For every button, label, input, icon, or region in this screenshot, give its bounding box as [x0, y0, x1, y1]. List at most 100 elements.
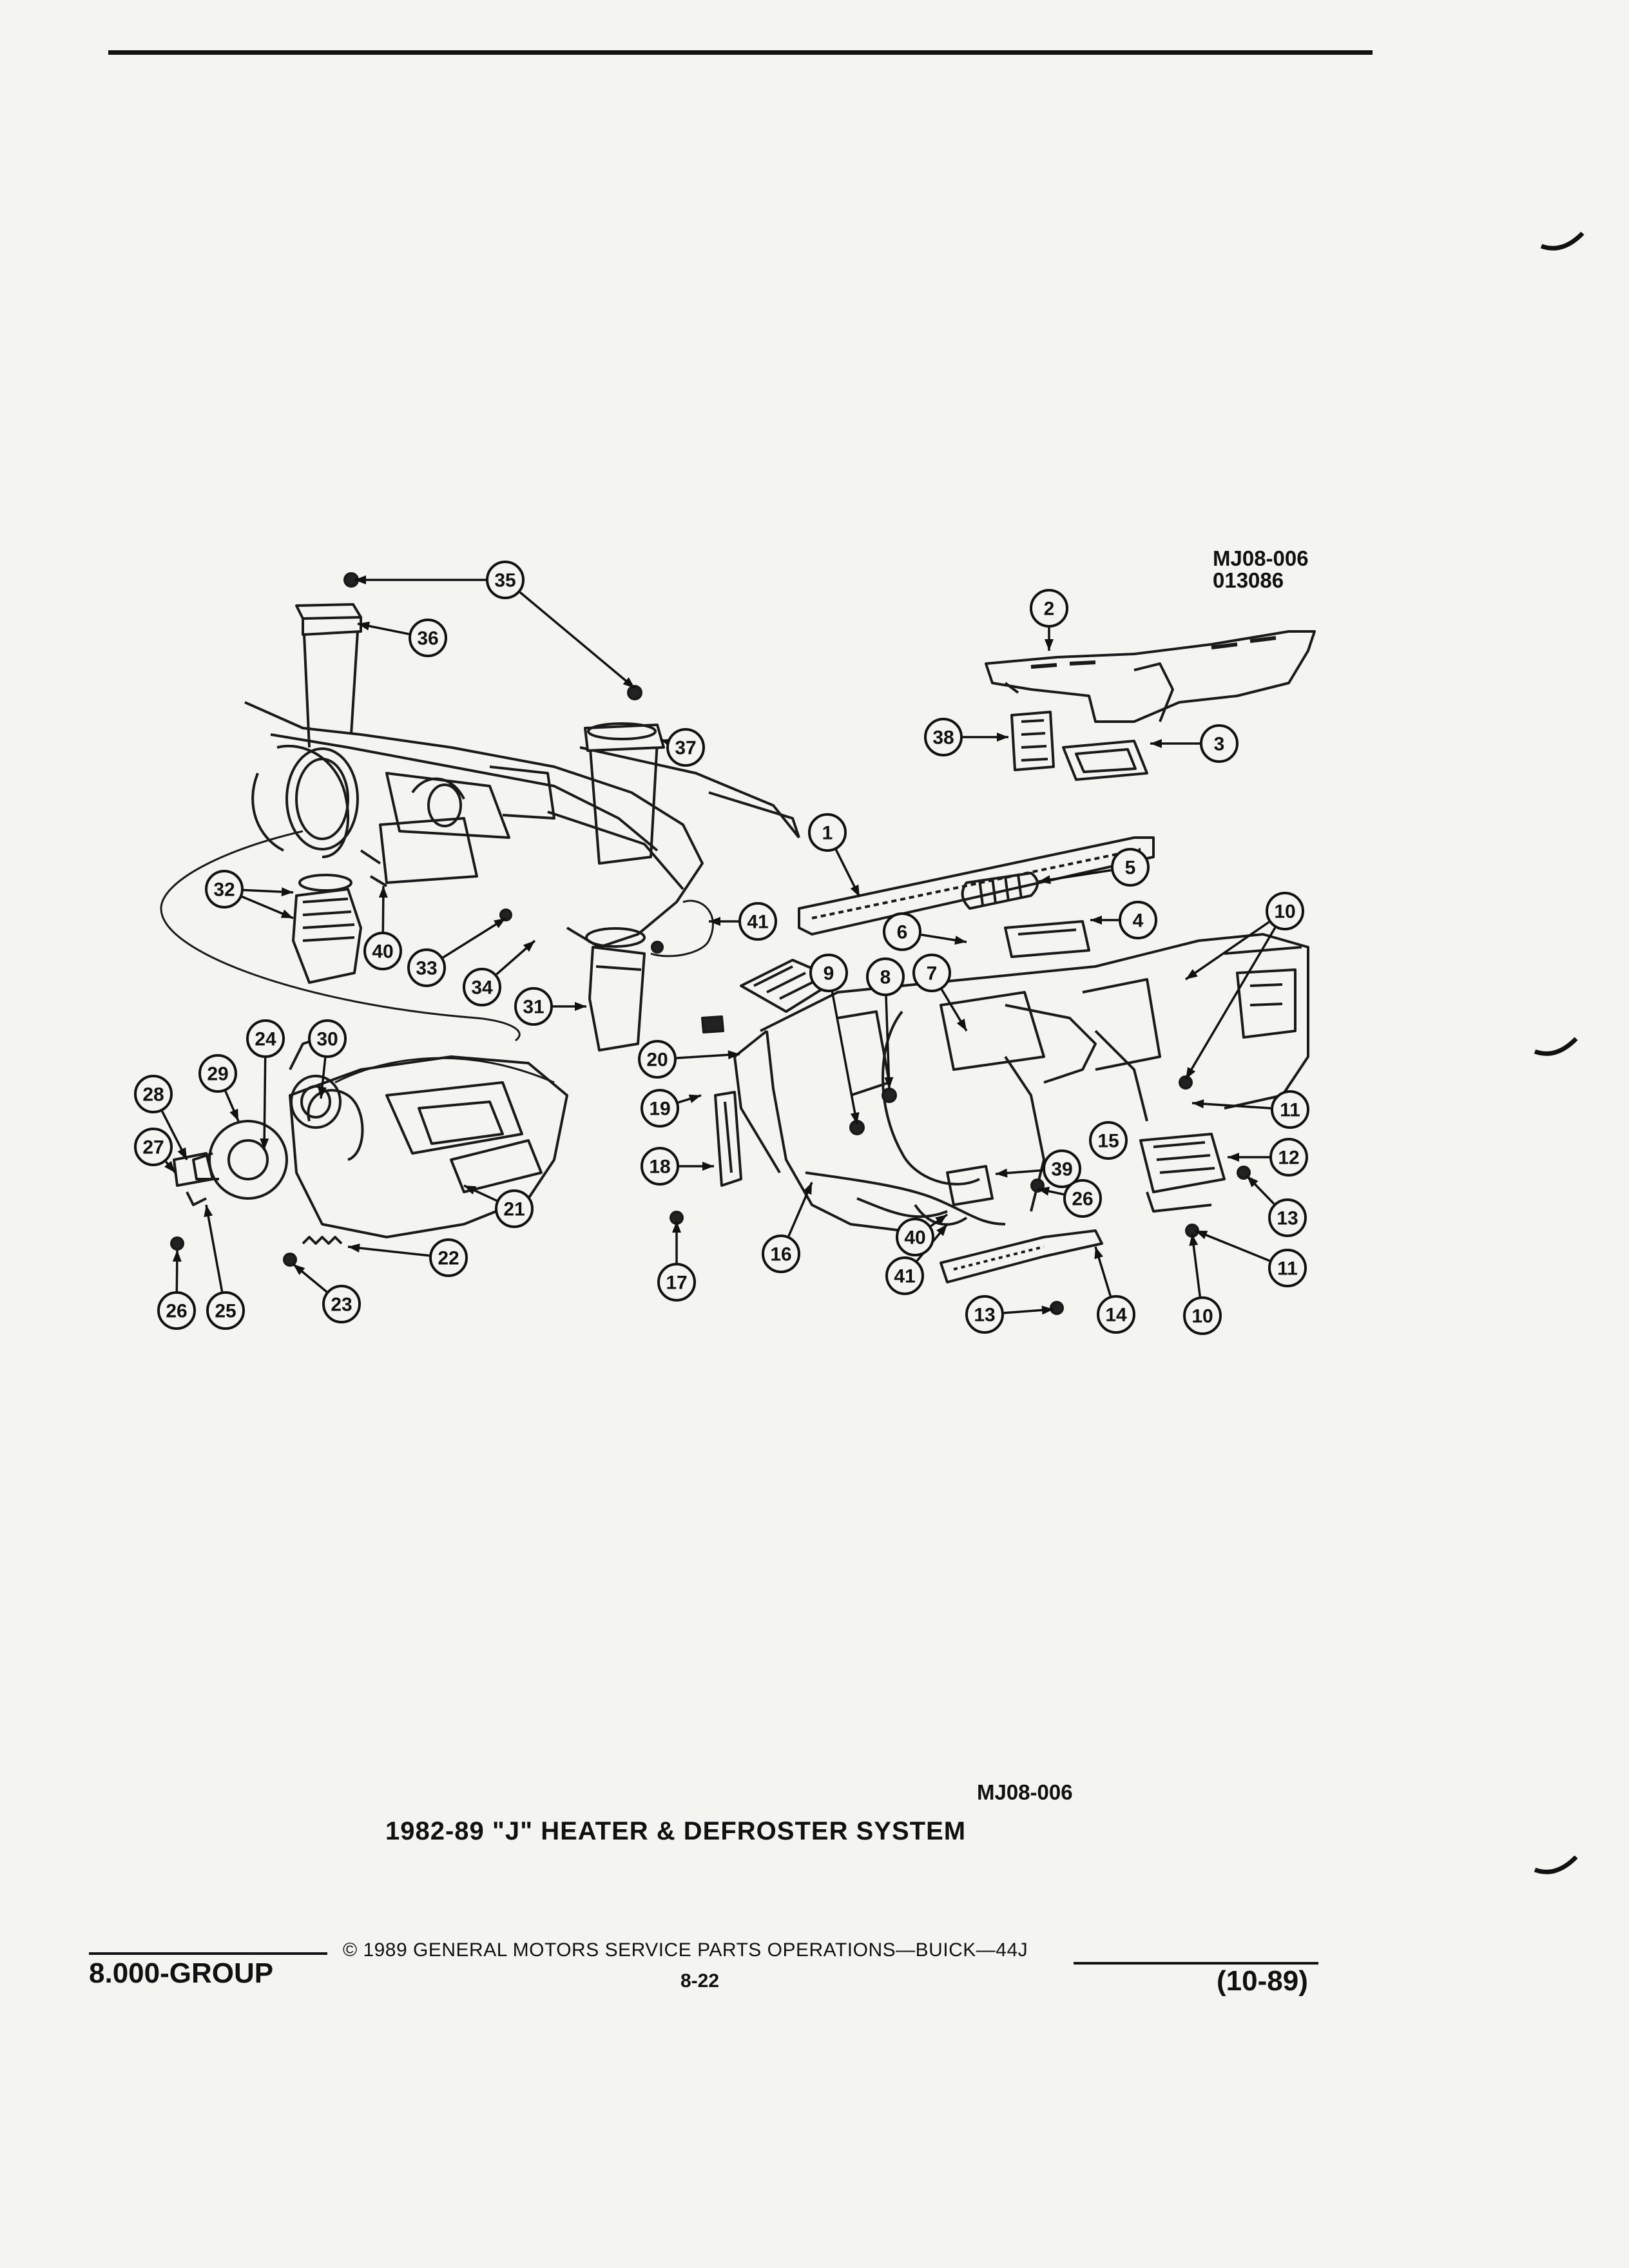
callout-circle — [1111, 848, 1150, 887]
callout-14: 14 — [1097, 1295, 1135, 1334]
callout-1: 1 — [808, 813, 847, 852]
callout-20: 20 — [638, 1040, 677, 1079]
leader-arrowhead — [280, 909, 293, 918]
leader-arrowhead — [688, 1094, 701, 1104]
leader-arrowhead — [672, 1221, 681, 1233]
leader-arrowhead — [1094, 1247, 1103, 1260]
leader-arrowhead — [622, 677, 635, 688]
figure-number: 013086 — [1213, 568, 1284, 592]
footer-rule-left — [89, 1952, 327, 1955]
leader-arrowhead — [803, 1182, 812, 1195]
outlet-duct-assembly — [985, 630, 1316, 781]
callout-21: 21 — [495, 1189, 534, 1228]
leader-arrowhead — [702, 1162, 714, 1171]
callout-35: 35 — [486, 561, 525, 599]
callout-30: 30 — [308, 1019, 347, 1058]
callout-circle — [363, 932, 402, 970]
leader-arrowhead — [1186, 1066, 1196, 1079]
figure-caption: 1982-89 "J" HEATER & DEFROSTER SYSTEM — [385, 1817, 967, 1845]
callout-circle — [206, 1291, 245, 1330]
leader-arrowhead — [358, 621, 371, 631]
callout-circle — [657, 1263, 696, 1302]
callout-circle — [1063, 1179, 1102, 1218]
leader-lines — [161, 575, 1277, 1315]
top-rule — [108, 50, 1373, 55]
callout-circle — [885, 1256, 924, 1295]
callout-circle — [1268, 1249, 1307, 1287]
leader-arrowhead — [956, 1018, 967, 1031]
leader-line — [1191, 1102, 1271, 1110]
callout-circle — [1269, 1138, 1308, 1177]
callout-number: 36 — [417, 628, 438, 649]
leader-arrowhead — [575, 1002, 586, 1011]
callout-39: 39 — [1043, 1149, 1081, 1188]
leader-arrowhead — [997, 733, 1008, 742]
callout-number: 29 — [207, 1064, 228, 1085]
leader-arrowhead — [172, 1250, 182, 1262]
leader-line — [885, 995, 891, 1090]
callout-41: 41 — [885, 1256, 924, 1295]
callout-number: 32 — [213, 879, 235, 901]
instrument-panel-assembly — [160, 603, 800, 1052]
callout-number: 3 — [1214, 734, 1225, 755]
callout-circle — [1268, 1198, 1307, 1237]
callout-number: 8 — [880, 967, 891, 988]
callout-41: 41 — [738, 902, 777, 941]
callout-18: 18 — [641, 1147, 679, 1186]
leader-arrowhead — [954, 936, 967, 945]
callout-24: 24 — [246, 1019, 285, 1058]
callout-10: 10 — [1183, 1296, 1222, 1335]
leader-arrowhead — [494, 918, 506, 928]
footer-copyright: © 1989 GENERAL MOTORS SERVICE PARTS OPER… — [343, 1939, 1028, 1961]
callout-number: 4 — [1133, 910, 1144, 932]
callout-16: 16 — [762, 1235, 800, 1273]
leader-arrowhead — [1045, 639, 1054, 651]
callout-25: 25 — [206, 1291, 245, 1330]
leader-arrowhead — [260, 1138, 269, 1150]
callout-11: 11 — [1271, 1090, 1309, 1129]
callout-number: 11 — [1280, 1100, 1300, 1121]
callout-number: 10 — [1274, 901, 1295, 923]
leader-arrowhead — [1150, 739, 1162, 748]
callout-circle — [912, 954, 951, 992]
callout-circle — [641, 1089, 679, 1128]
callout-circle — [666, 728, 705, 767]
footer-page-number: 8-22 — [680, 1970, 720, 1992]
callout-8: 8 — [866, 957, 905, 996]
leader-arrowhead — [1247, 1176, 1258, 1187]
leader-arrowhead — [523, 941, 535, 952]
leader-arrowhead — [164, 1160, 175, 1173]
callout-number: 41 — [894, 1266, 915, 1287]
callout-number: 33 — [416, 958, 437, 979]
leader-line — [1184, 927, 1277, 1080]
callout-5: 5 — [1111, 848, 1150, 887]
callout-circle — [205, 870, 244, 908]
callout-number: 20 — [646, 1050, 668, 1071]
callout-circle — [514, 987, 553, 1026]
callout-circle — [1089, 1121, 1128, 1160]
callout-34: 34 — [463, 968, 501, 1006]
leader-arrowhead — [850, 884, 860, 897]
leader-arrowhead — [936, 1224, 947, 1236]
binder-mark-middle — [1534, 1037, 1578, 1056]
callout-6: 6 — [883, 912, 921, 951]
callout-circle — [1271, 1090, 1309, 1129]
leader-line — [519, 591, 636, 689]
leader-arrowhead — [728, 1050, 740, 1060]
callout-19: 19 — [641, 1089, 679, 1128]
callout-number: 23 — [331, 1294, 352, 1316]
callout-number: 16 — [770, 1244, 791, 1265]
callout-circle — [463, 968, 501, 1006]
callout-number: 25 — [215, 1301, 236, 1322]
callout-3: 3 — [1200, 724, 1239, 763]
callout-number: 15 — [1097, 1131, 1119, 1152]
leader-arrowhead — [1192, 1099, 1204, 1109]
callout-number: 5 — [1125, 858, 1136, 879]
callout-number: 17 — [666, 1273, 687, 1294]
callout-circle — [429, 1238, 468, 1277]
figure-code-bottom: MJ08-006 — [977, 1780, 1073, 1804]
leader-arrowhead — [378, 886, 388, 898]
